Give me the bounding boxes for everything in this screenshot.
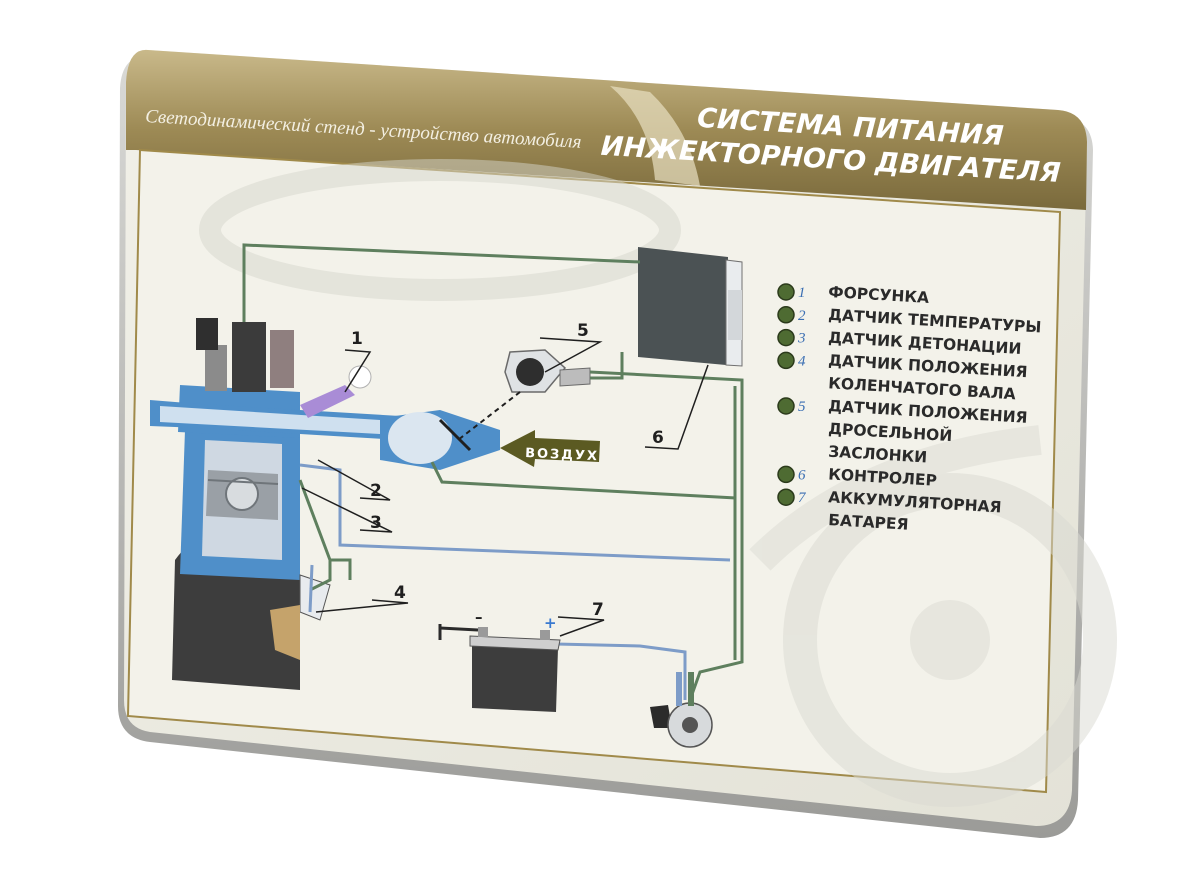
air-label: ВОЗДУХ	[525, 446, 599, 464]
wiring-green	[242, 243, 744, 701]
legend-number-2: 2	[798, 308, 806, 324]
legend-indicator-2	[777, 306, 795, 324]
throttle-position-sensor	[457, 349, 591, 441]
injector	[300, 365, 372, 418]
legend-number-5: 5	[798, 399, 806, 415]
wiring-blue	[299, 463, 731, 700]
callout-4: 4	[394, 583, 406, 603]
header-swoosh	[610, 86, 700, 186]
diagram-frame	[126, 148, 1062, 794]
callout-7: 7	[592, 600, 604, 620]
legend-indicator-6	[777, 465, 795, 484]
legend-number-1: 1	[798, 285, 806, 301]
legend-indicator-7	[777, 488, 795, 506]
legend-indicator-5	[777, 397, 795, 415]
callout-5: 5	[577, 321, 589, 341]
callout-3: 3	[370, 513, 382, 533]
header-band	[126, 49, 1087, 211]
callout-2: 2	[370, 481, 382, 501]
ecu-controller	[638, 247, 743, 367]
legend-label-1-1: ФОРСУНКА	[828, 283, 930, 307]
legend-indicator-1	[777, 283, 795, 301]
engine-piston	[206, 470, 279, 520]
background-car-interior	[199, 159, 1117, 807]
legend-indicator-3	[777, 328, 795, 347]
engine	[150, 318, 400, 690]
throttle-body	[380, 410, 500, 470]
battery-minus: –	[475, 608, 483, 626]
legend-label-5-3: ЗАСЛОНКИ	[828, 443, 928, 467]
callout-6: 6	[652, 428, 664, 448]
battery: – +	[438, 608, 561, 712]
ignition-switch	[650, 672, 713, 748]
legend-indicator-4	[777, 351, 795, 370]
legend-number-6: 6	[798, 467, 806, 483]
legend-label-7-2: БАТАРЕЯ	[828, 511, 909, 534]
battery-plus: +	[544, 614, 557, 632]
air-arrow: ВОЗДУХ	[500, 430, 600, 467]
legend-number-7: 7	[798, 490, 807, 506]
legend-number-3: 3	[797, 331, 806, 347]
callout-1: 1	[351, 329, 363, 349]
legend-number-4: 4	[798, 353, 806, 369]
callout-lines	[301, 337, 709, 637]
crank-gear	[270, 605, 300, 660]
